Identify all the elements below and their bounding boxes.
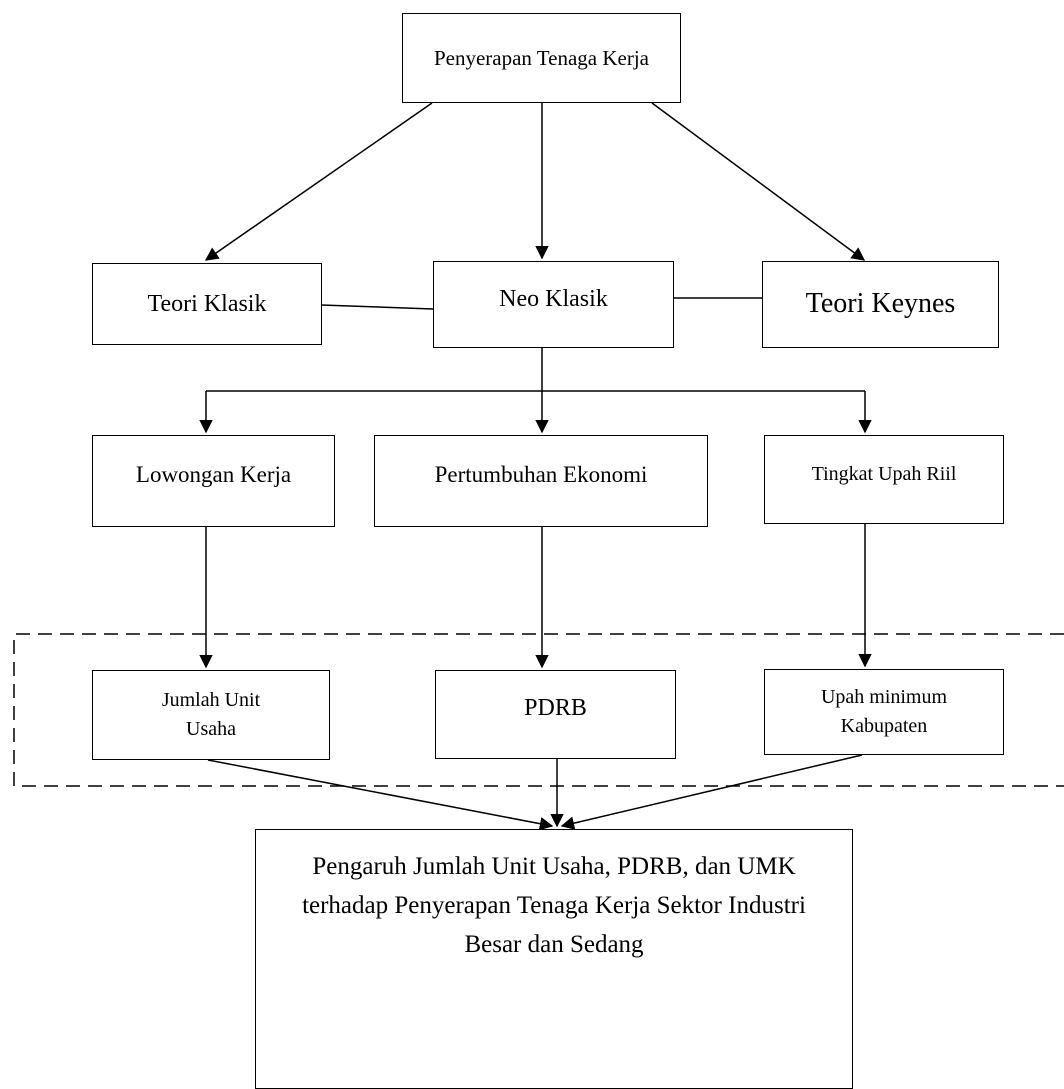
node-neo-klasik: Neo Klasik: [433, 261, 674, 348]
node-label: Lowongan Kerja: [135, 462, 292, 487]
arrow-jumlah-result: [207, 759, 554, 831]
node-teori-keynes: Teori Keynes: [762, 261, 999, 348]
node-label: PDRB: [524, 695, 587, 721]
node-label: Penyerapan Tenaga Kerja: [433, 45, 650, 70]
node-upah-minimum-kabupaten: Upah minimum Kabupaten: [764, 669, 1004, 755]
node-pertumbuhan-ekonomi: Pertumbuhan Ekonomi: [374, 435, 708, 527]
node-label: Upah minimum Kabupaten: [820, 686, 948, 737]
node-penyerapan-tenaga-kerja: Penyerapan Tenaga Kerja: [402, 13, 681, 103]
arrow-top-to-teori-klasik: [204, 102, 433, 261]
node-result-pengaruh: Pengaruh Jumlah Unit Usaha, PDRB, dan UM…: [255, 829, 853, 1089]
node-label: Teori Keynes: [805, 288, 956, 320]
node-label: Jumlah Unit Usaha: [161, 689, 261, 740]
node-tingkat-upah-riil: Tingkat Upah Riil: [764, 435, 1004, 524]
dashed-group-boundary: [13, 633, 1064, 787]
node-label: Pertumbuhan Ekonomi: [434, 462, 648, 487]
node-label: Tingkat Upah Riil: [811, 463, 957, 485]
node-label: Pengaruh Jumlah Unit Usaha, PDRB, dan UM…: [302, 853, 806, 958]
node-label: Teori Klasik: [147, 290, 267, 317]
arrow-upah-result: [560, 754, 863, 830]
node-pdrb: PDRB: [435, 670, 676, 759]
arrow-top-to-teori-keynes: [651, 102, 866, 261]
line-klasik-neo: [320, 304, 434, 310]
node-lowongan-kerja: Lowongan Kerja: [92, 435, 335, 527]
node-label: Neo Klasik: [499, 286, 608, 312]
node-jumlah-unit-usaha: Jumlah Unit Usaha: [92, 670, 330, 760]
node-teori-klasik: Teori Klasik: [92, 263, 322, 345]
